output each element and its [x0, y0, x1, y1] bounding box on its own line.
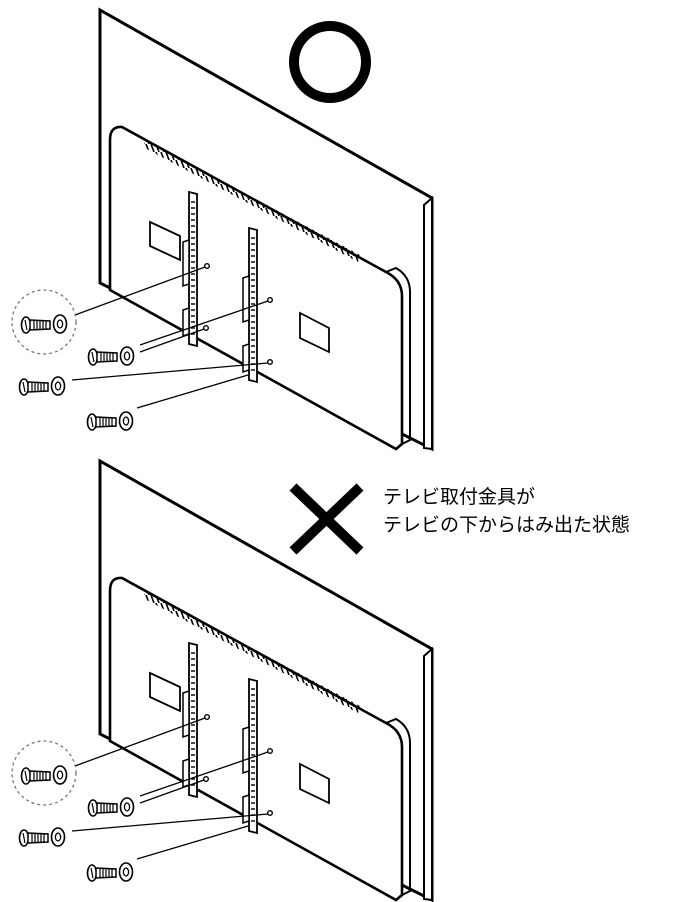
correct-mounting-panel	[12, 10, 432, 449]
caption: テレビ取付金具が テレビの下からはみ出た状態	[383, 483, 683, 539]
wrong-x-mark	[289, 483, 364, 555]
caption-line-2: テレビの下からはみ出た状態	[383, 514, 631, 536]
correct-circle-mark	[289, 21, 371, 103]
incorrect-mounting-panel	[12, 461, 432, 900]
caption-line-1: テレビ取付金具が	[383, 486, 536, 508]
